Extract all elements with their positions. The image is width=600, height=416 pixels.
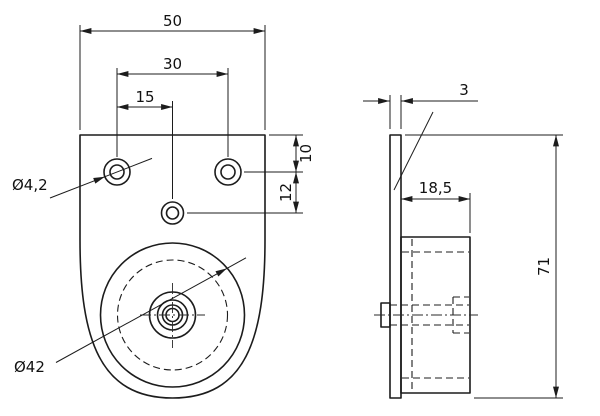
mounting-hole-left — [103, 158, 131, 186]
dim-label-hole-offset: 15 — [135, 88, 154, 106]
hole-counterbore-circle — [214, 158, 242, 186]
front-view — [79, 134, 266, 399]
roller-outer-circle — [99, 242, 246, 388]
leader-roller-diameter: Ø42 — [14, 257, 247, 376]
plate-outline — [79, 134, 266, 399]
dim-label-overall-width: 50 — [163, 12, 182, 30]
front-dimensions: 50 30 15 10 12 Ø4,2 — [12, 12, 315, 376]
dim-label-roller-depth: 18,5 — [419, 179, 452, 197]
leader-line — [49, 176, 106, 199]
dim-plate-thickness: 3 — [363, 81, 478, 129]
mounting-hole-right — [214, 158, 242, 186]
center-pilot-hole — [160, 201, 185, 225]
dim-overall-height: 71 — [405, 134, 563, 399]
hole-counterbore-circle — [160, 201, 185, 225]
dim-label-plate-thickness: 3 — [459, 81, 469, 99]
side-view — [374, 111, 478, 399]
leader-line — [55, 267, 228, 363]
side-hidden-lines — [390, 239, 469, 391]
hole-counterbore-circle — [103, 158, 131, 186]
dim-hole-offset: 15 — [116, 88, 173, 199]
leader-tail — [104, 157, 153, 178]
side-dimensions: 3 18,5 71 — [363, 81, 563, 399]
hole-bore-circle — [109, 164, 125, 180]
roller-diameter-label: Ø42 — [14, 358, 45, 376]
roller-groove-hidden-circle — [116, 259, 229, 371]
roller-front — [99, 242, 246, 388]
hole-bore-circle — [220, 164, 236, 180]
side-diagonal-line — [393, 111, 434, 191]
dim-hole-row-to-center-hole: 12 — [187, 171, 303, 214]
leader-tail — [226, 257, 247, 269]
leader-hole-diameter: Ø4,2 — [12, 157, 153, 199]
hole-diameter-label: Ø4,2 — [12, 176, 48, 194]
dim-label-top-to-hole-row: 10 — [297, 144, 315, 163]
dim-top-to-hole-row: 10 — [244, 134, 315, 173]
dim-label-hole-spacing: 30 — [163, 55, 182, 73]
hole-bore-circle — [165, 206, 180, 220]
dim-label-hole-row-to-center-hole: 12 — [277, 183, 295, 202]
dim-roller-depth: 18,5 — [400, 179, 471, 233]
dim-overall-width: 50 — [79, 12, 266, 130]
dim-hole-spacing: 30 — [116, 55, 229, 157]
dim-label-overall-height: 71 — [535, 257, 553, 276]
